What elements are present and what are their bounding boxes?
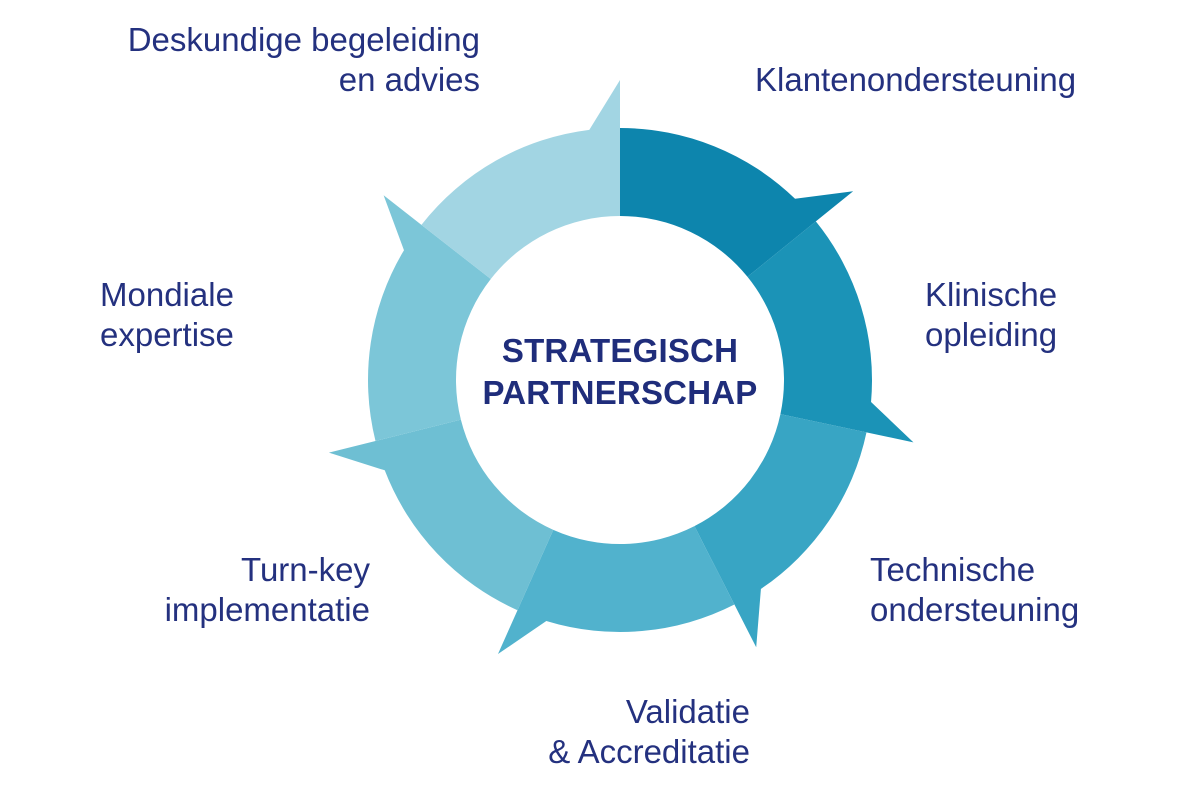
- wheel-segment: Klantenondersteuning: [620, 128, 854, 277]
- wheel-segment: Klinische opleiding: [747, 221, 914, 443]
- label-deskundige-begeleiding: Deskundige begeleiding en advies: [20, 20, 480, 99]
- wheel-segment: Turn-key implementatie: [328, 419, 554, 611]
- label-deskundige-line-2: en advies: [338, 60, 480, 98]
- wheel-segment: Technische ondersteuning: [694, 414, 867, 648]
- label-technische-line-1: Technische: [870, 551, 1036, 588]
- label-klanten-line-1: Klantenondersteuning: [755, 61, 1077, 98]
- label-deskundige-line-1: Deskundige begeleiding: [127, 21, 480, 58]
- label-mondiale-line-1: Mondiale: [100, 276, 234, 313]
- wheel-segment: Deskundige begeleiding en advies: [421, 80, 620, 280]
- label-technische-ondersteuning: Technische ondersteuning: [870, 550, 1079, 629]
- label-validatie-line-2: & Accreditatie: [548, 732, 750, 770]
- label-turnkey-line-1: Turn-key: [241, 551, 370, 588]
- label-klantenondersteuning: Klantenondersteuning: [755, 60, 1076, 100]
- label-validatie-accreditatie: Validatie & Accreditatie: [420, 692, 750, 771]
- wheel-segment: Mondiale expertise: [368, 195, 491, 441]
- label-klinische-line-1: Klinische: [925, 276, 1058, 313]
- label-technische-line-2: ondersteuning: [870, 590, 1080, 628]
- label-klinische-opleiding: Klinische opleiding: [925, 275, 1057, 354]
- wheel-segment: Validatie & Accreditatie: [497, 526, 735, 655]
- label-mondiale-expertise: Mondiale expertise: [100, 275, 320, 354]
- label-mondiale-line-2: expertise: [100, 315, 234, 353]
- label-turnkey-line-2: implementatie: [164, 590, 370, 628]
- label-turn-key-implementatie: Turn-key implementatie: [40, 550, 370, 629]
- label-validatie-line-1: Validatie: [625, 693, 750, 730]
- label-klinische-line-2: opleiding: [925, 315, 1058, 353]
